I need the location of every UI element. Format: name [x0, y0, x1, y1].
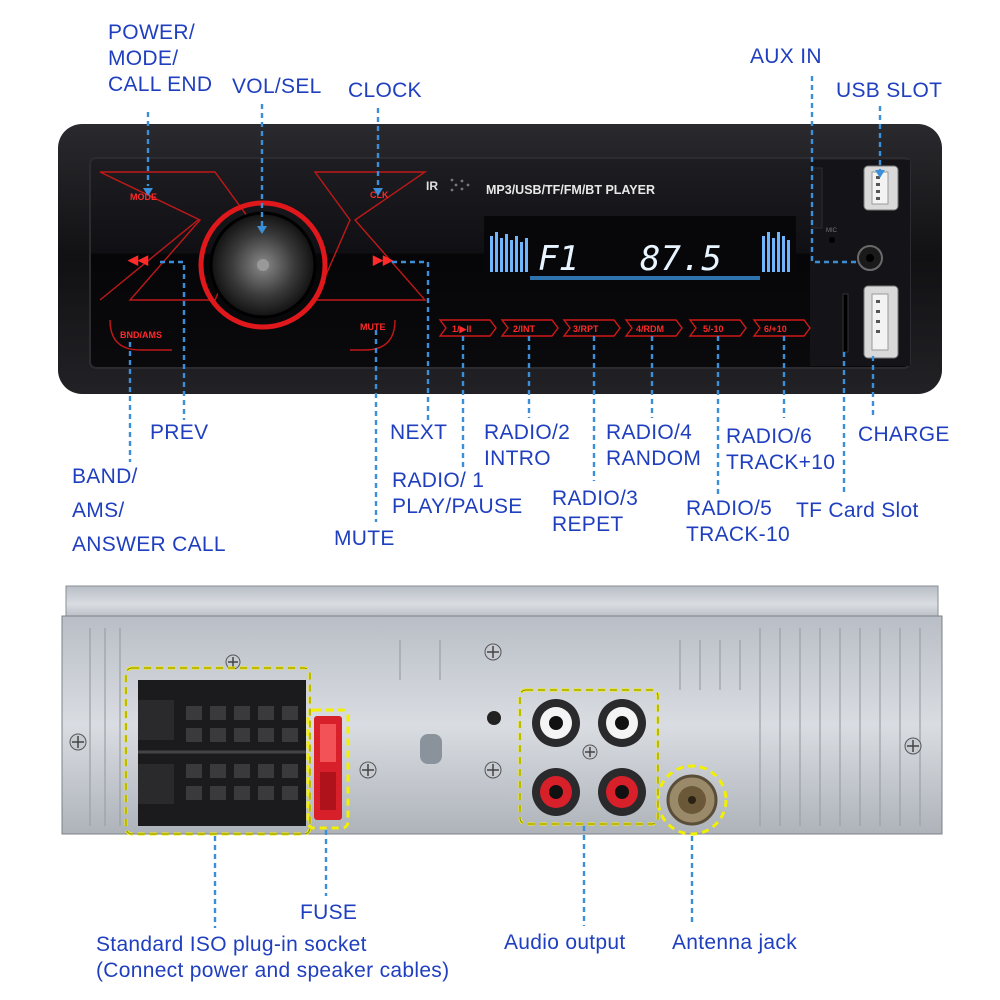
- red-accent-lines: [99, 171, 428, 301]
- band-button-label[interactable]: BND/AMS: [120, 330, 162, 340]
- iso-socket-label: Standard ISO plug-in socket (Connect pow…: [96, 933, 450, 982]
- mute-label: MUTE: [334, 527, 395, 550]
- preset-button-2[interactable]: 2/INT: [500, 319, 559, 337]
- ir-label: IR: [426, 179, 438, 193]
- player-title: MP3/USB/TF/FM/BT PLAYER: [486, 183, 655, 197]
- mount-hole: [487, 711, 501, 725]
- preset-buttons: 1/▶II 2/INT 3/RPT 4/RDM 5/-10 6/+10: [438, 319, 811, 337]
- clock-label: CLOCK: [348, 79, 422, 102]
- clk-button-label: CLK: [370, 190, 389, 200]
- rca-audio-outputs[interactable]: [532, 699, 646, 816]
- mute-button-label[interactable]: MUTE: [360, 322, 386, 332]
- chassis-screws: [69, 643, 922, 779]
- charge-usb-slot-icon[interactable]: [863, 285, 899, 359]
- preset-5-label: 5/-10: [703, 324, 724, 334]
- next-button-glyph[interactable]: ▶▶: [372, 252, 394, 267]
- preset-6-label: 6/+10: [764, 324, 787, 334]
- mic-label: MIC: [826, 228, 838, 234]
- prev-button-glyph[interactable]: ◀◀: [127, 252, 149, 267]
- preset-2-label: 2/INT: [513, 324, 536, 334]
- aux-in-jack-icon[interactable]: [857, 245, 883, 271]
- tf-card-label: TF Card Slot: [796, 499, 919, 522]
- audio-output-label: Audio output: [504, 931, 626, 954]
- leader-lines-back: [213, 826, 694, 928]
- usb-slot-icon[interactable]: [863, 165, 899, 211]
- preset-1-label: 1/▶II: [452, 324, 471, 334]
- preset-button-6[interactable]: 6/+10: [752, 319, 811, 337]
- band-ams-label: BAND/ AMS/ ANSWER CALL: [72, 465, 226, 556]
- radio6-label: RADIO/6 TRACK+10: [726, 425, 836, 474]
- vol-sel-label: VOL/SEL: [232, 75, 322, 98]
- preset-3-label: 3/RPT: [573, 324, 599, 334]
- antenna-jack-label: Antenna jack: [672, 931, 798, 954]
- radio1-label: RADIO/ 1 PLAY/PAUSE: [392, 469, 523, 518]
- lcd-spectrum-left: [490, 232, 528, 272]
- chassis-fins: [89, 628, 921, 826]
- fuse-label: FUSE: [300, 901, 358, 924]
- radio3-label: RADIO/3 REPET: [552, 487, 639, 536]
- iso-socket[interactable]: [138, 680, 306, 826]
- next-label: NEXT: [390, 421, 448, 444]
- charge-label: CHARGE: [858, 423, 950, 446]
- leader-lines-front: [128, 76, 882, 522]
- preset-button-5[interactable]: 5/-10: [688, 319, 747, 337]
- leader-arrowheads: [143, 170, 885, 234]
- preset-button-1[interactable]: 1/▶II: [438, 319, 497, 337]
- usb-slot-label: USB SLOT: [836, 79, 943, 102]
- preset-button-4[interactable]: 4/RDM: [624, 319, 683, 337]
- ir-sensor-icon: [450, 178, 470, 192]
- antenna-jack[interactable]: [666, 774, 718, 826]
- lcd-band: F1: [538, 239, 579, 279]
- mode-button-label: MODE: [130, 192, 157, 202]
- radio4-label: RADIO/4 RANDOM: [606, 421, 702, 470]
- radio2-label: RADIO/2 INTRO: [484, 421, 571, 470]
- preset-4-label: 4/RDM: [636, 324, 664, 334]
- fuse[interactable]: [314, 716, 342, 820]
- prev-label: PREV: [150, 421, 209, 444]
- lcd-spectrum-right: [762, 232, 790, 272]
- radio5-label: RADIO/5 TRACK-10: [686, 497, 790, 546]
- power-mode-label: POWER/ MODE/ CALL END: [108, 21, 213, 96]
- preset-button-3[interactable]: 3/RPT: [562, 319, 621, 337]
- aux-in-label: AUX IN: [750, 45, 822, 68]
- mic-hole: [829, 237, 835, 243]
- tf-card-slot[interactable]: [842, 293, 849, 353]
- plastic-tab: [420, 734, 442, 764]
- lcd-frequency: 87.5: [640, 239, 722, 279]
